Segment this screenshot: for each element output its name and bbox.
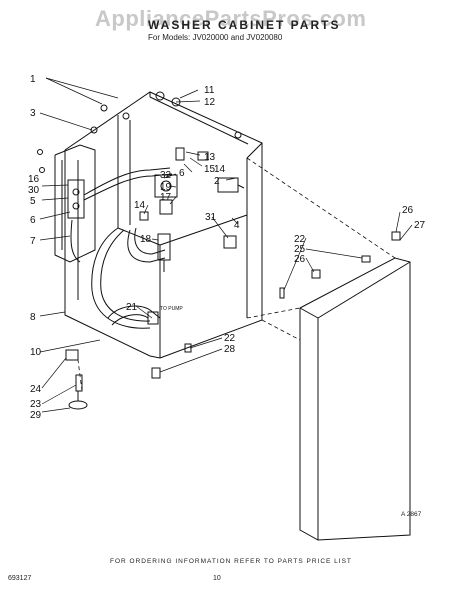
pump-tube (107, 305, 161, 326)
callout-24: 24 (30, 384, 42, 395)
callout-32: 32 (160, 170, 172, 181)
callout-2: 2 (214, 176, 220, 187)
watermark-logo: AppliancePartsPros.com (95, 6, 367, 31)
drain-hose (91, 227, 166, 329)
callout-26: 26 (294, 254, 306, 265)
top-screws (37, 91, 242, 173)
center-components (139, 147, 245, 272)
callout-17: 17 (160, 192, 172, 203)
callout-11: 11 (204, 85, 215, 96)
diagram-subtitle: For Models: JV020000 and JV020080 (148, 33, 283, 42)
callout-1: 1 (30, 74, 36, 85)
to-pump-label: TO PUMP (160, 306, 183, 312)
ordering-note: FOR ORDERING INFORMATION REFER TO PARTS … (110, 558, 352, 565)
callout-16: 16 (28, 174, 40, 185)
callout-25: 25 (294, 244, 306, 255)
front-panel (279, 231, 411, 541)
callout-14: 14 (214, 164, 226, 175)
callout-23: 23 (30, 399, 42, 410)
callout-15: 15 (204, 164, 216, 175)
callout-8: 8 (30, 312, 36, 323)
page-number: 10 (213, 575, 221, 582)
callout-18: 18 (140, 234, 152, 245)
callout-27: 27 (414, 220, 426, 231)
water-valve-assembly (67, 167, 173, 263)
leader-lines (39, 77, 413, 413)
callout-5: 5 (30, 196, 36, 207)
callout-30: 30 (28, 185, 40, 196)
assembly-guides (77, 157, 396, 392)
callout-13: 13 (204, 152, 216, 163)
callout-10: 10 (30, 347, 42, 358)
figure-code: A 2867 (401, 511, 422, 518)
callout-22b: 22 (224, 333, 236, 344)
diagram-title: WASHER CABINET PARTS (148, 18, 341, 32)
callout-26b: 26 (402, 205, 414, 216)
callout-14b: 14 (134, 200, 146, 211)
callout-19: 19 (160, 182, 172, 193)
callout-6b: 6 (179, 168, 185, 179)
callout-6: 6 (30, 215, 36, 226)
callout-7: 7 (30, 236, 36, 247)
callout-labels: 1 3 11 12 13 15 16 30 5 6 7 6 14 2 32 19… (28, 74, 426, 421)
callout-29: 29 (30, 410, 42, 421)
callout-3: 3 (30, 108, 36, 119)
callout-4: 4 (234, 220, 240, 231)
callout-28: 28 (224, 344, 236, 355)
callout-12: 12 (204, 97, 216, 108)
callout-31: 31 (205, 212, 217, 223)
callout-21: 21 (126, 302, 138, 313)
callout-22: 22 (294, 234, 306, 245)
document-code: 693127 (8, 575, 32, 582)
